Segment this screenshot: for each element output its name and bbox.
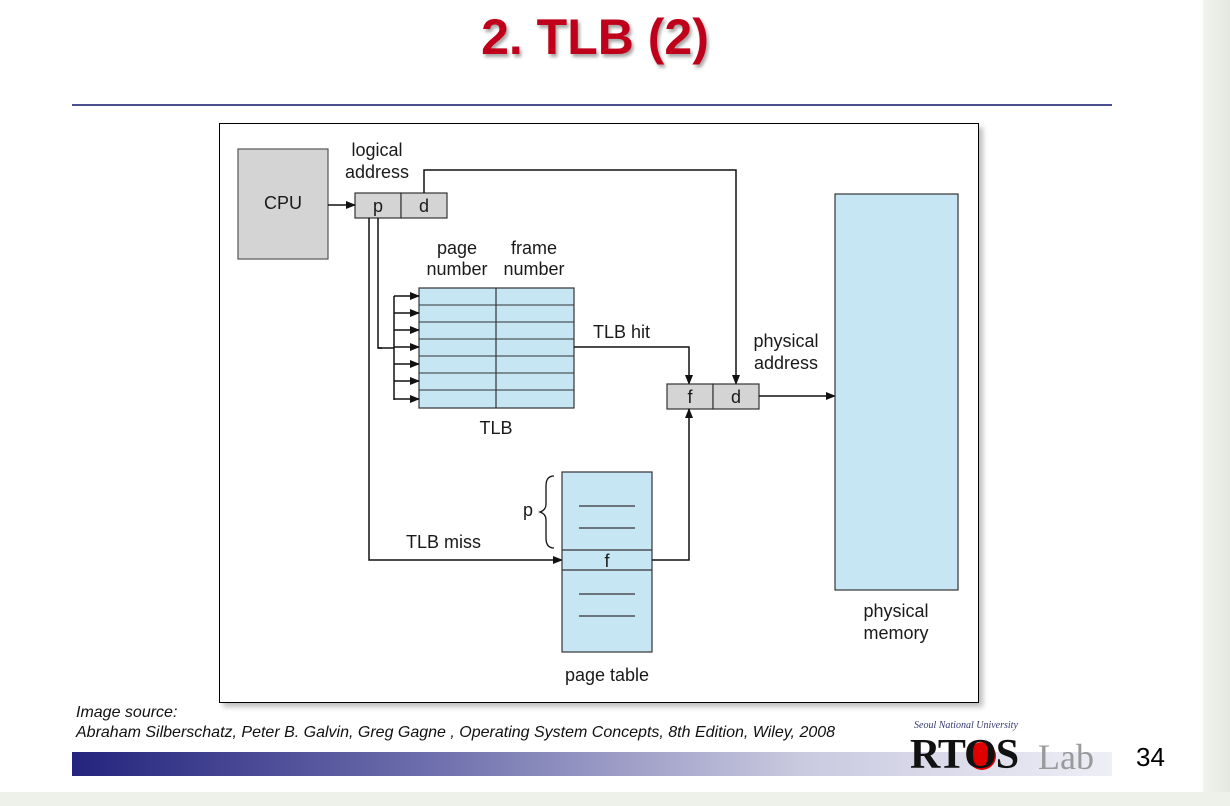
page-table: [561, 471, 653, 653]
rtos-lab-logo: Seoul National University RTOS Lab: [908, 718, 1108, 780]
logical-d-label: d: [419, 196, 429, 216]
page-table-label: page table: [565, 665, 649, 685]
logo-lab-text: Lab: [1038, 737, 1094, 777]
cpu-box: [237, 148, 329, 260]
logo-main-text: RTOS: [910, 732, 1019, 778]
page-table-f-label: f: [604, 551, 610, 571]
page-number-label-line1: page: [437, 238, 477, 258]
tlb-table: [418, 287, 575, 409]
tlb-miss-arrow: [368, 218, 563, 564]
tlb-hit-label: TLB hit: [593, 322, 650, 342]
footer-gradient-bar: [72, 752, 1112, 776]
cpu-label: CPU: [264, 193, 302, 213]
tlb-miss-label: TLB miss: [406, 532, 481, 552]
slide-title: 2. TLB (2): [481, 9, 709, 65]
physical-d-label: d: [731, 387, 741, 407]
page-table-to-frame-arrow: [652, 408, 693, 561]
physical-address-label-line2: address: [754, 353, 818, 373]
image-source-label: Image source:: [76, 704, 178, 721]
right-edge-strip: [1203, 0, 1230, 806]
page-table-p-brace: [537, 475, 555, 549]
physical-memory-label-line2: memory: [863, 623, 928, 643]
logical-address-label-line2: address: [345, 162, 409, 182]
bottom-edge-strip: [0, 792, 1230, 806]
tlb-diagram: CPU logical address p d page number fram…: [237, 140, 959, 685]
frame-number-label-line1: frame: [511, 238, 557, 258]
tlb-label: TLB: [479, 418, 512, 438]
image-source-citation: Abraham Silberschatz, Peter B. Galvin, G…: [76, 724, 836, 741]
physical-memory-block: [834, 193, 959, 591]
physical-f-label: f: [687, 387, 693, 407]
tlb-hit-arrow: [574, 346, 693, 385]
frame-number-label-line2: number: [503, 259, 564, 279]
page-to-tlb-bus: [377, 218, 382, 349]
physical-address-label-line1: physical: [753, 331, 818, 351]
logo-university: Seoul National University: [914, 720, 1018, 731]
page-number-label-line2: number: [426, 259, 487, 279]
title-divider: [72, 104, 1112, 106]
logical-p-label: p: [373, 196, 383, 216]
tlb-diagram-frame: CPU logical address p d page number fram…: [219, 123, 979, 703]
logo-red-dot: [968, 742, 996, 770]
page-table-p-label: p: [523, 500, 533, 520]
physical-d-cell: [712, 383, 760, 410]
logical-address-label-line1: logical: [351, 140, 402, 160]
offset-path-arrow: [423, 169, 740, 385]
page-number: 34: [1136, 742, 1165, 772]
physical-memory-label-line1: physical: [863, 601, 928, 621]
